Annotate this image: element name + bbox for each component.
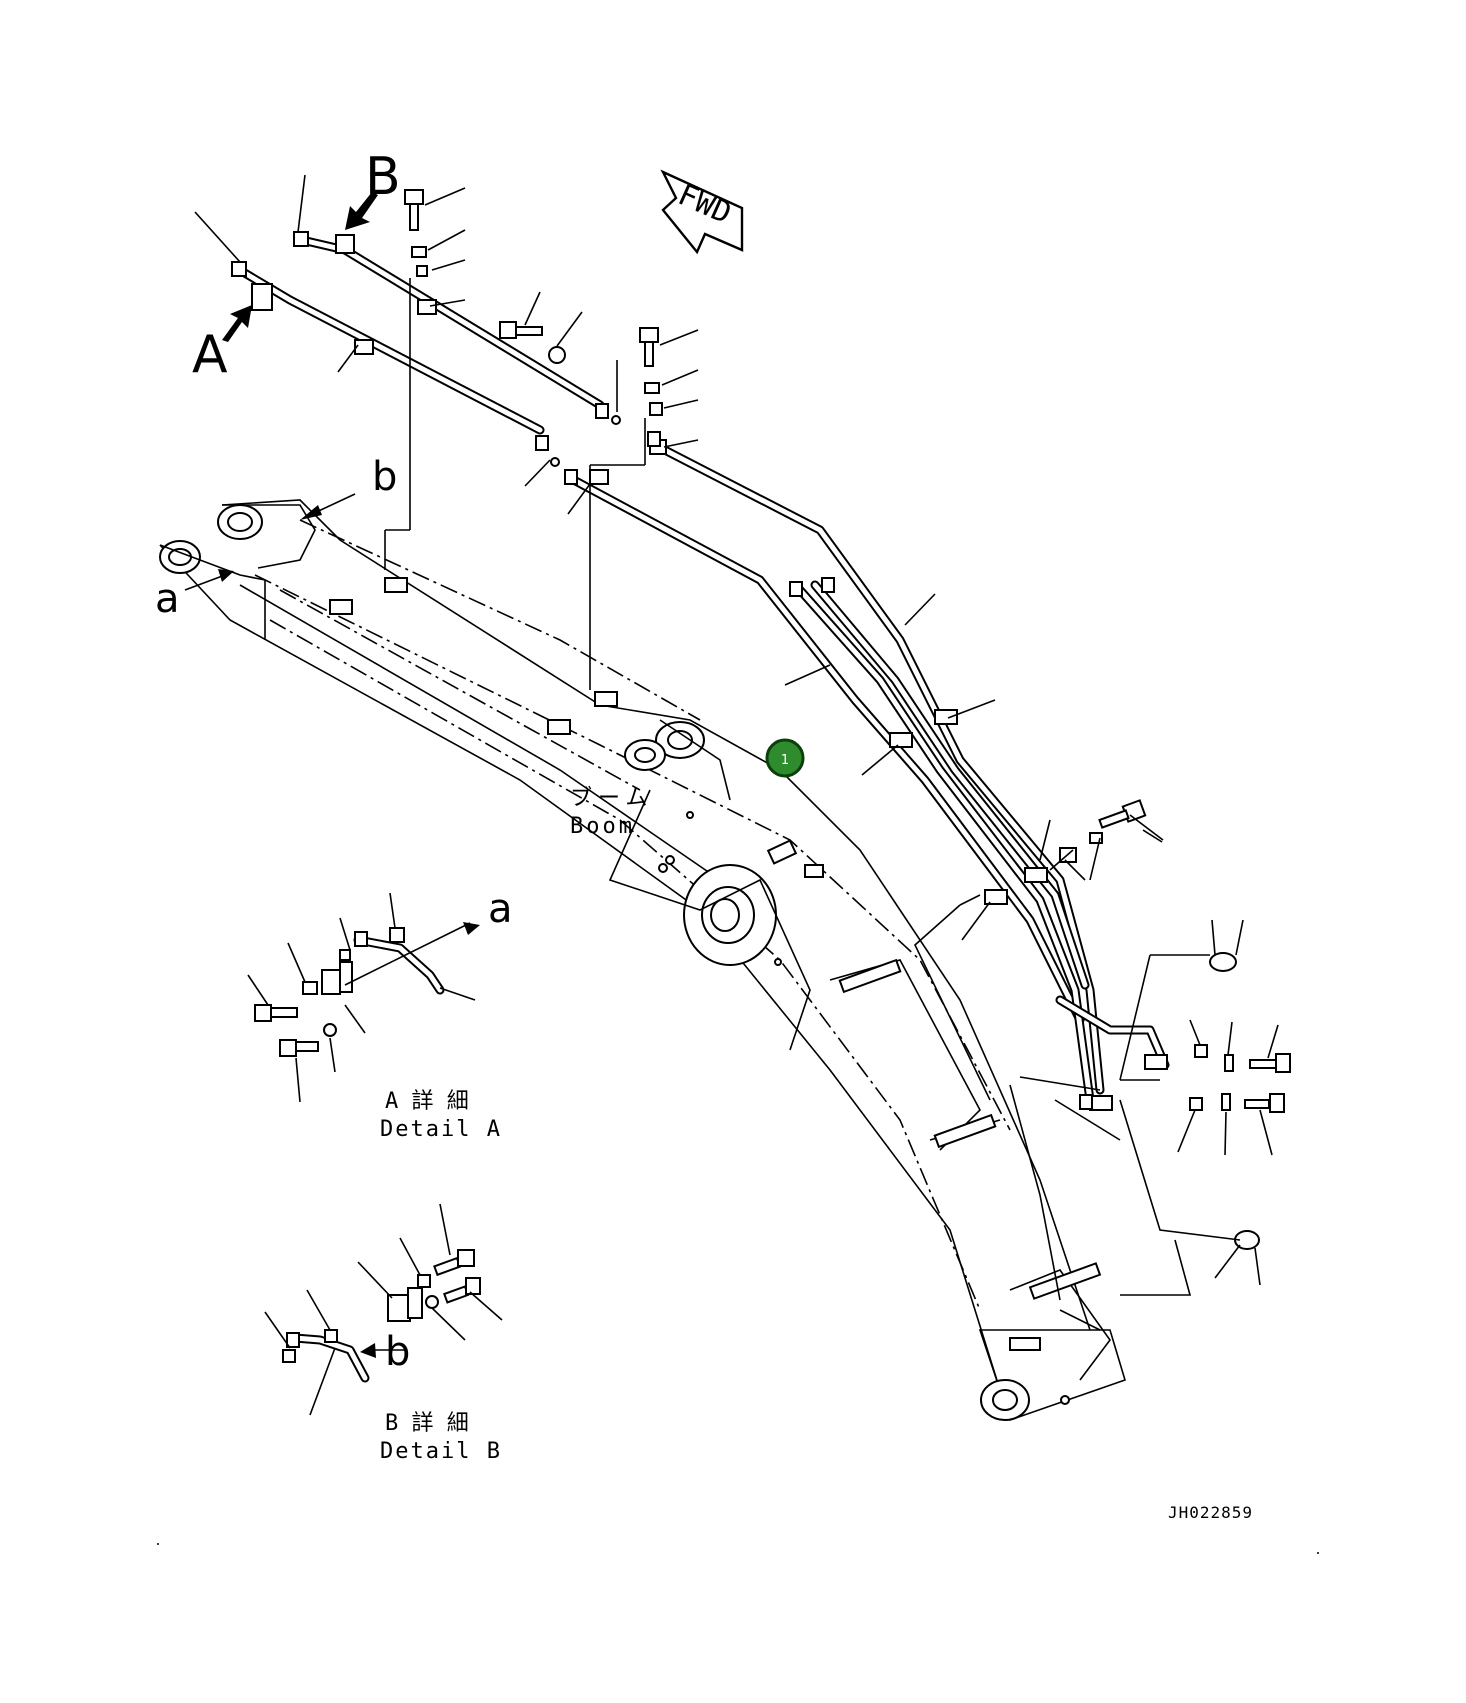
- view-a-arrow: [222, 305, 252, 342]
- view-b-arrow: [345, 192, 378, 230]
- detail-a-view: [247, 892, 476, 1103]
- view-arrows: [184, 192, 480, 1358]
- detail-a-ref-a-label: a: [488, 886, 513, 932]
- part-callout-number: 1: [781, 753, 789, 768]
- view-b-label: B: [365, 147, 401, 207]
- detail-b-title-jp: B 詳 細: [385, 1411, 469, 1436]
- drawing-number: JH022859: [1168, 1503, 1253, 1522]
- boom-pipes: [231, 231, 1170, 1111]
- boom-body: [159, 499, 1126, 1422]
- hardware-parts: [404, 189, 1291, 1301]
- fwd-indicator: [660, 169, 744, 255]
- view-a-label: A: [192, 325, 228, 385]
- fwd-label: FWD: [673, 177, 737, 231]
- part-callout-1[interactable]: 1: [765, 738, 805, 778]
- detail-a-title-jp: A 詳 細: [385, 1089, 469, 1114]
- detail-a-title-en: Detail A: [380, 1117, 502, 1142]
- detail-b-ref-b-label: b: [385, 1329, 410, 1375]
- detail-b-view: [264, 1203, 503, 1416]
- detail-b-title-en: Detail B: [380, 1439, 502, 1464]
- ref-a-label: a: [155, 576, 180, 622]
- boom-label-en: Boom: [570, 814, 635, 839]
- boom-label-jp: ブーム: [570, 786, 653, 811]
- leader-lines: [194, 174, 1279, 1286]
- ref-b-label: b: [372, 454, 397, 500]
